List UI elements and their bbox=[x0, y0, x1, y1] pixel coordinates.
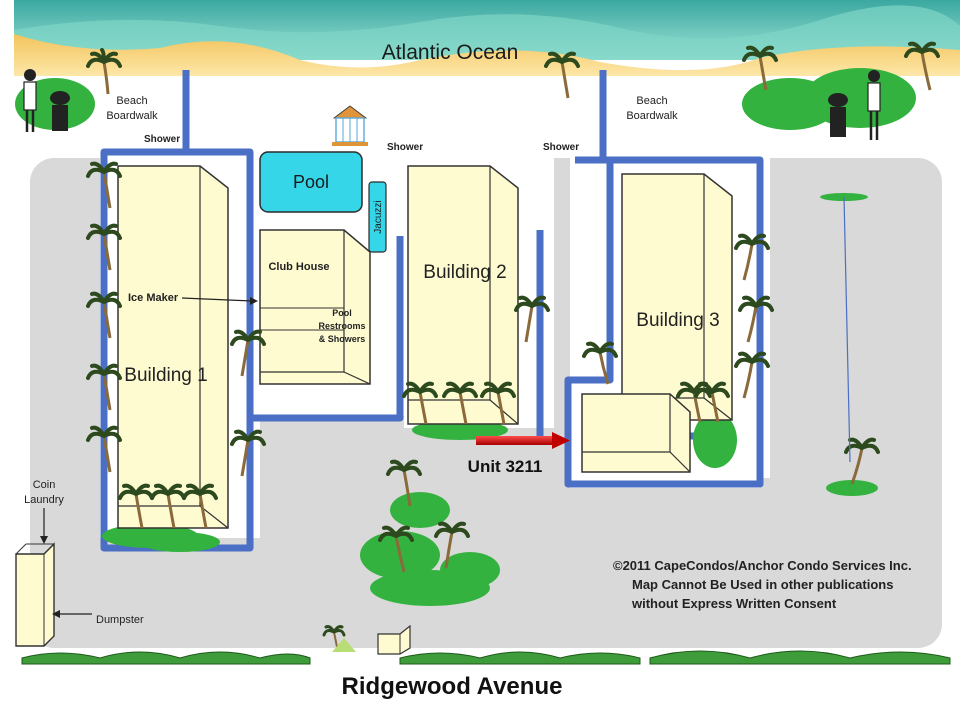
club-house-label: Club House bbox=[268, 261, 329, 273]
boardwalk-right: Beach Boardwalk bbox=[626, 95, 678, 122]
grill-icon bbox=[828, 70, 881, 140]
ice-maker: Ice Maker bbox=[128, 292, 258, 305]
svg-text:Beach: Beach bbox=[636, 95, 667, 107]
palm-tree-icon bbox=[544, 51, 580, 99]
palm-tree-icon bbox=[734, 351, 770, 399]
palm-tree-icon bbox=[86, 425, 122, 473]
gazebo-icon bbox=[332, 105, 368, 146]
coin-laundry[interactable]: Coin Laundry bbox=[24, 479, 64, 544]
shower-label-2: Shower bbox=[387, 142, 423, 153]
unit-arrow-icon bbox=[476, 432, 570, 449]
palm-tree-icon bbox=[742, 45, 778, 91]
boardwalk-left: Beach Boardwalk bbox=[106, 95, 158, 122]
palm-tree-icon bbox=[86, 161, 122, 209]
unit-3211[interactable] bbox=[581, 393, 691, 473]
arrow-icon bbox=[250, 297, 258, 305]
building-3[interactable]: Building 3 bbox=[621, 173, 733, 421]
palm-tree-icon bbox=[738, 295, 774, 343]
lamp-post-icon bbox=[820, 193, 868, 463]
dumpster[interactable]: Dumpster bbox=[15, 542, 144, 647]
arrow-icon bbox=[52, 610, 60, 618]
building-1[interactable]: Building 1 bbox=[117, 165, 229, 529]
pool-label: Pool bbox=[293, 172, 329, 192]
ocean-label: Atlantic Ocean bbox=[382, 41, 519, 64]
copyright-notice: ©2011 CapeCondos/Anchor Condo Services I… bbox=[613, 558, 912, 611]
copyright-line-3: without Express Written Consent bbox=[631, 596, 837, 611]
palm-tree-icon bbox=[86, 223, 122, 271]
palm-tree-icon bbox=[434, 521, 470, 569]
palm-tree-icon bbox=[86, 363, 122, 411]
pool[interactable]: Pool bbox=[259, 151, 363, 213]
palm-tree-icon bbox=[230, 429, 266, 477]
palm-tree-icon bbox=[118, 483, 154, 529]
svg-text:Boardwalk: Boardwalk bbox=[626, 110, 678, 122]
svg-text:Beach: Beach bbox=[116, 95, 147, 107]
building-2-label: Building 2 bbox=[423, 262, 506, 283]
ice-maker-label: Ice Maker bbox=[128, 292, 179, 304]
svg-text:Boardwalk: Boardwalk bbox=[106, 110, 158, 122]
palm-tree-icon bbox=[694, 381, 730, 423]
building-1-label: Building 1 bbox=[124, 365, 207, 386]
building-2[interactable]: Building 2 bbox=[407, 165, 519, 425]
restrooms-line-1: Pool bbox=[332, 308, 352, 318]
shower-label-3: Shower bbox=[543, 142, 579, 153]
palm-tree-icon bbox=[378, 525, 414, 573]
palm-tree-icon bbox=[582, 341, 618, 385]
street-label: Ridgewood Avenue bbox=[342, 673, 563, 700]
palm-tree-icon bbox=[182, 483, 218, 529]
arrow-icon bbox=[40, 536, 48, 544]
palm-tree-icon bbox=[480, 381, 516, 425]
palm-tree-icon bbox=[86, 48, 122, 95]
street-sign bbox=[332, 624, 411, 655]
coin-laundry-line-2: Laundry bbox=[24, 494, 64, 506]
palm-tree-icon bbox=[514, 295, 550, 343]
palm-tree-icon bbox=[230, 329, 266, 377]
palm-trees bbox=[86, 41, 940, 653]
palm-tree-icon bbox=[844, 437, 880, 485]
beach-sand bbox=[14, 34, 960, 76]
palm-tree-icon bbox=[86, 291, 122, 339]
street-hedge bbox=[21, 650, 951, 665]
building-3-label: Building 3 bbox=[636, 310, 719, 331]
club-house[interactable]: Club House Pool Restrooms & Showers bbox=[259, 229, 371, 385]
palm-tree-icon bbox=[386, 459, 422, 507]
palm-tree-icon bbox=[150, 483, 186, 529]
copyright-line-2: Map Cannot Be Used in other publications bbox=[632, 577, 893, 592]
jacuzzi-label: Jacuzzi bbox=[373, 200, 384, 233]
restrooms-line-2: Restrooms bbox=[318, 321, 365, 331]
jacuzzi[interactable]: Jacuzzi bbox=[368, 181, 387, 253]
palm-tree-icon bbox=[402, 381, 438, 425]
unit-label: Unit 3211 bbox=[468, 457, 543, 476]
dumpster-label: Dumpster bbox=[96, 614, 144, 626]
shower-label-1: Shower bbox=[144, 134, 180, 145]
restrooms-line-3: & Showers bbox=[319, 334, 366, 344]
palm-tree-icon bbox=[904, 41, 940, 91]
coin-laundry-line-1: Coin bbox=[33, 479, 56, 491]
grill-icon bbox=[23, 69, 70, 132]
copyright-line-1: ©2011 CapeCondos/Anchor Condo Services I… bbox=[613, 558, 912, 573]
palm-tree-icon bbox=[442, 381, 478, 425]
palm-tree-icon bbox=[734, 233, 770, 281]
